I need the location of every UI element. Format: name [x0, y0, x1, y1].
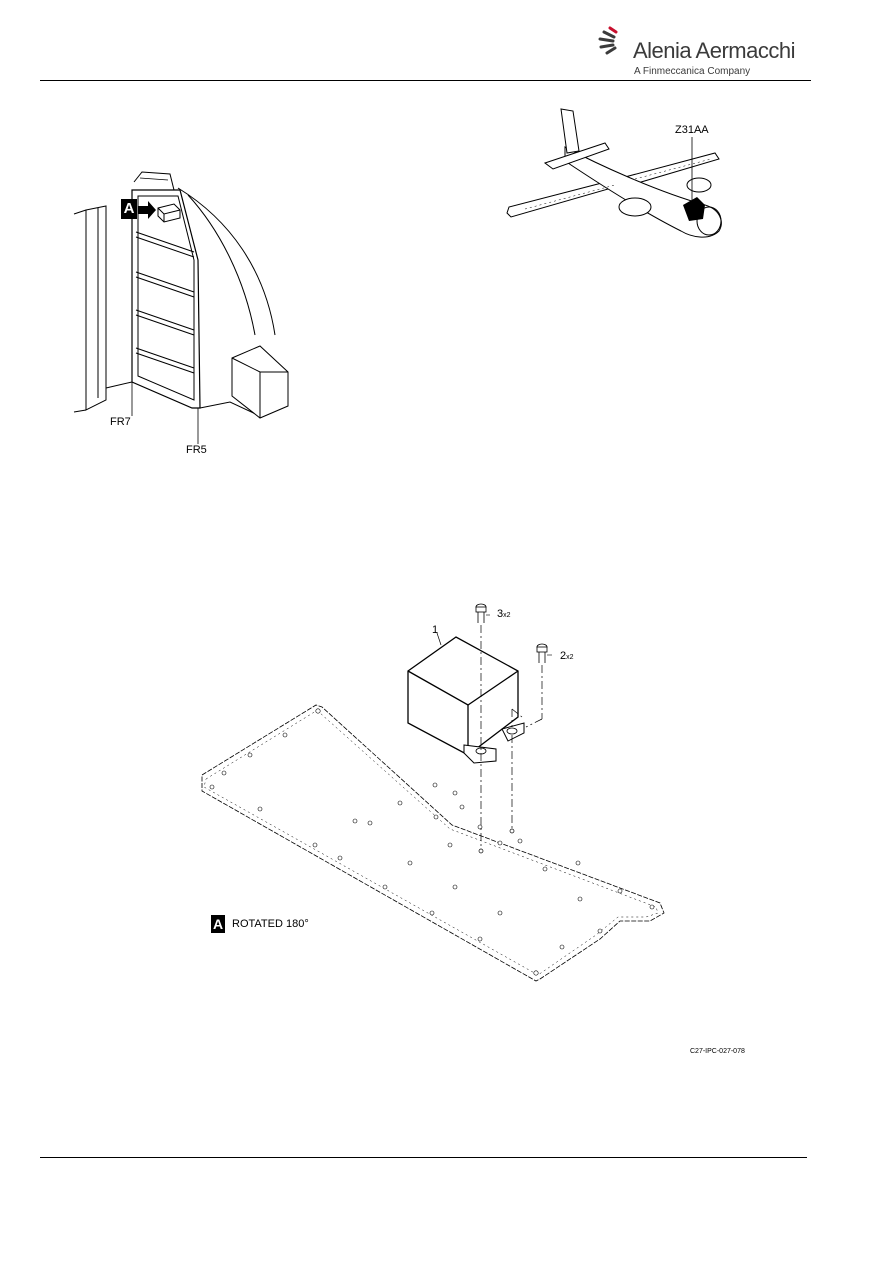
- item-label-2: 2x2: [560, 650, 574, 662]
- header-rule: [40, 80, 811, 81]
- view-marker-a-note: A: [211, 915, 225, 933]
- frame-label-fr5: FR5: [186, 444, 207, 456]
- rack-locator-drawing: [73, 171, 289, 444]
- frame-label-fr7: FR7: [110, 416, 131, 428]
- footer-rule: [40, 1157, 807, 1158]
- view-marker-a: A: [121, 199, 137, 219]
- mounting-plate-drawing: [201, 603, 665, 982]
- item-label-3: 3x2: [497, 608, 511, 620]
- figure-code: C27-IPC-027-078: [690, 1048, 745, 1055]
- item-label-1: 1: [432, 624, 439, 636]
- aircraft-locator-drawing: [506, 108, 722, 238]
- brand-tagline: A Finmeccanica Company: [634, 66, 751, 77]
- brand-name: Alenia Aermacchi: [633, 38, 795, 63]
- view-note: ROTATED 180°: [232, 918, 309, 930]
- zone-label: Z31AA: [675, 124, 709, 136]
- brand-logo-icon: [598, 26, 618, 55]
